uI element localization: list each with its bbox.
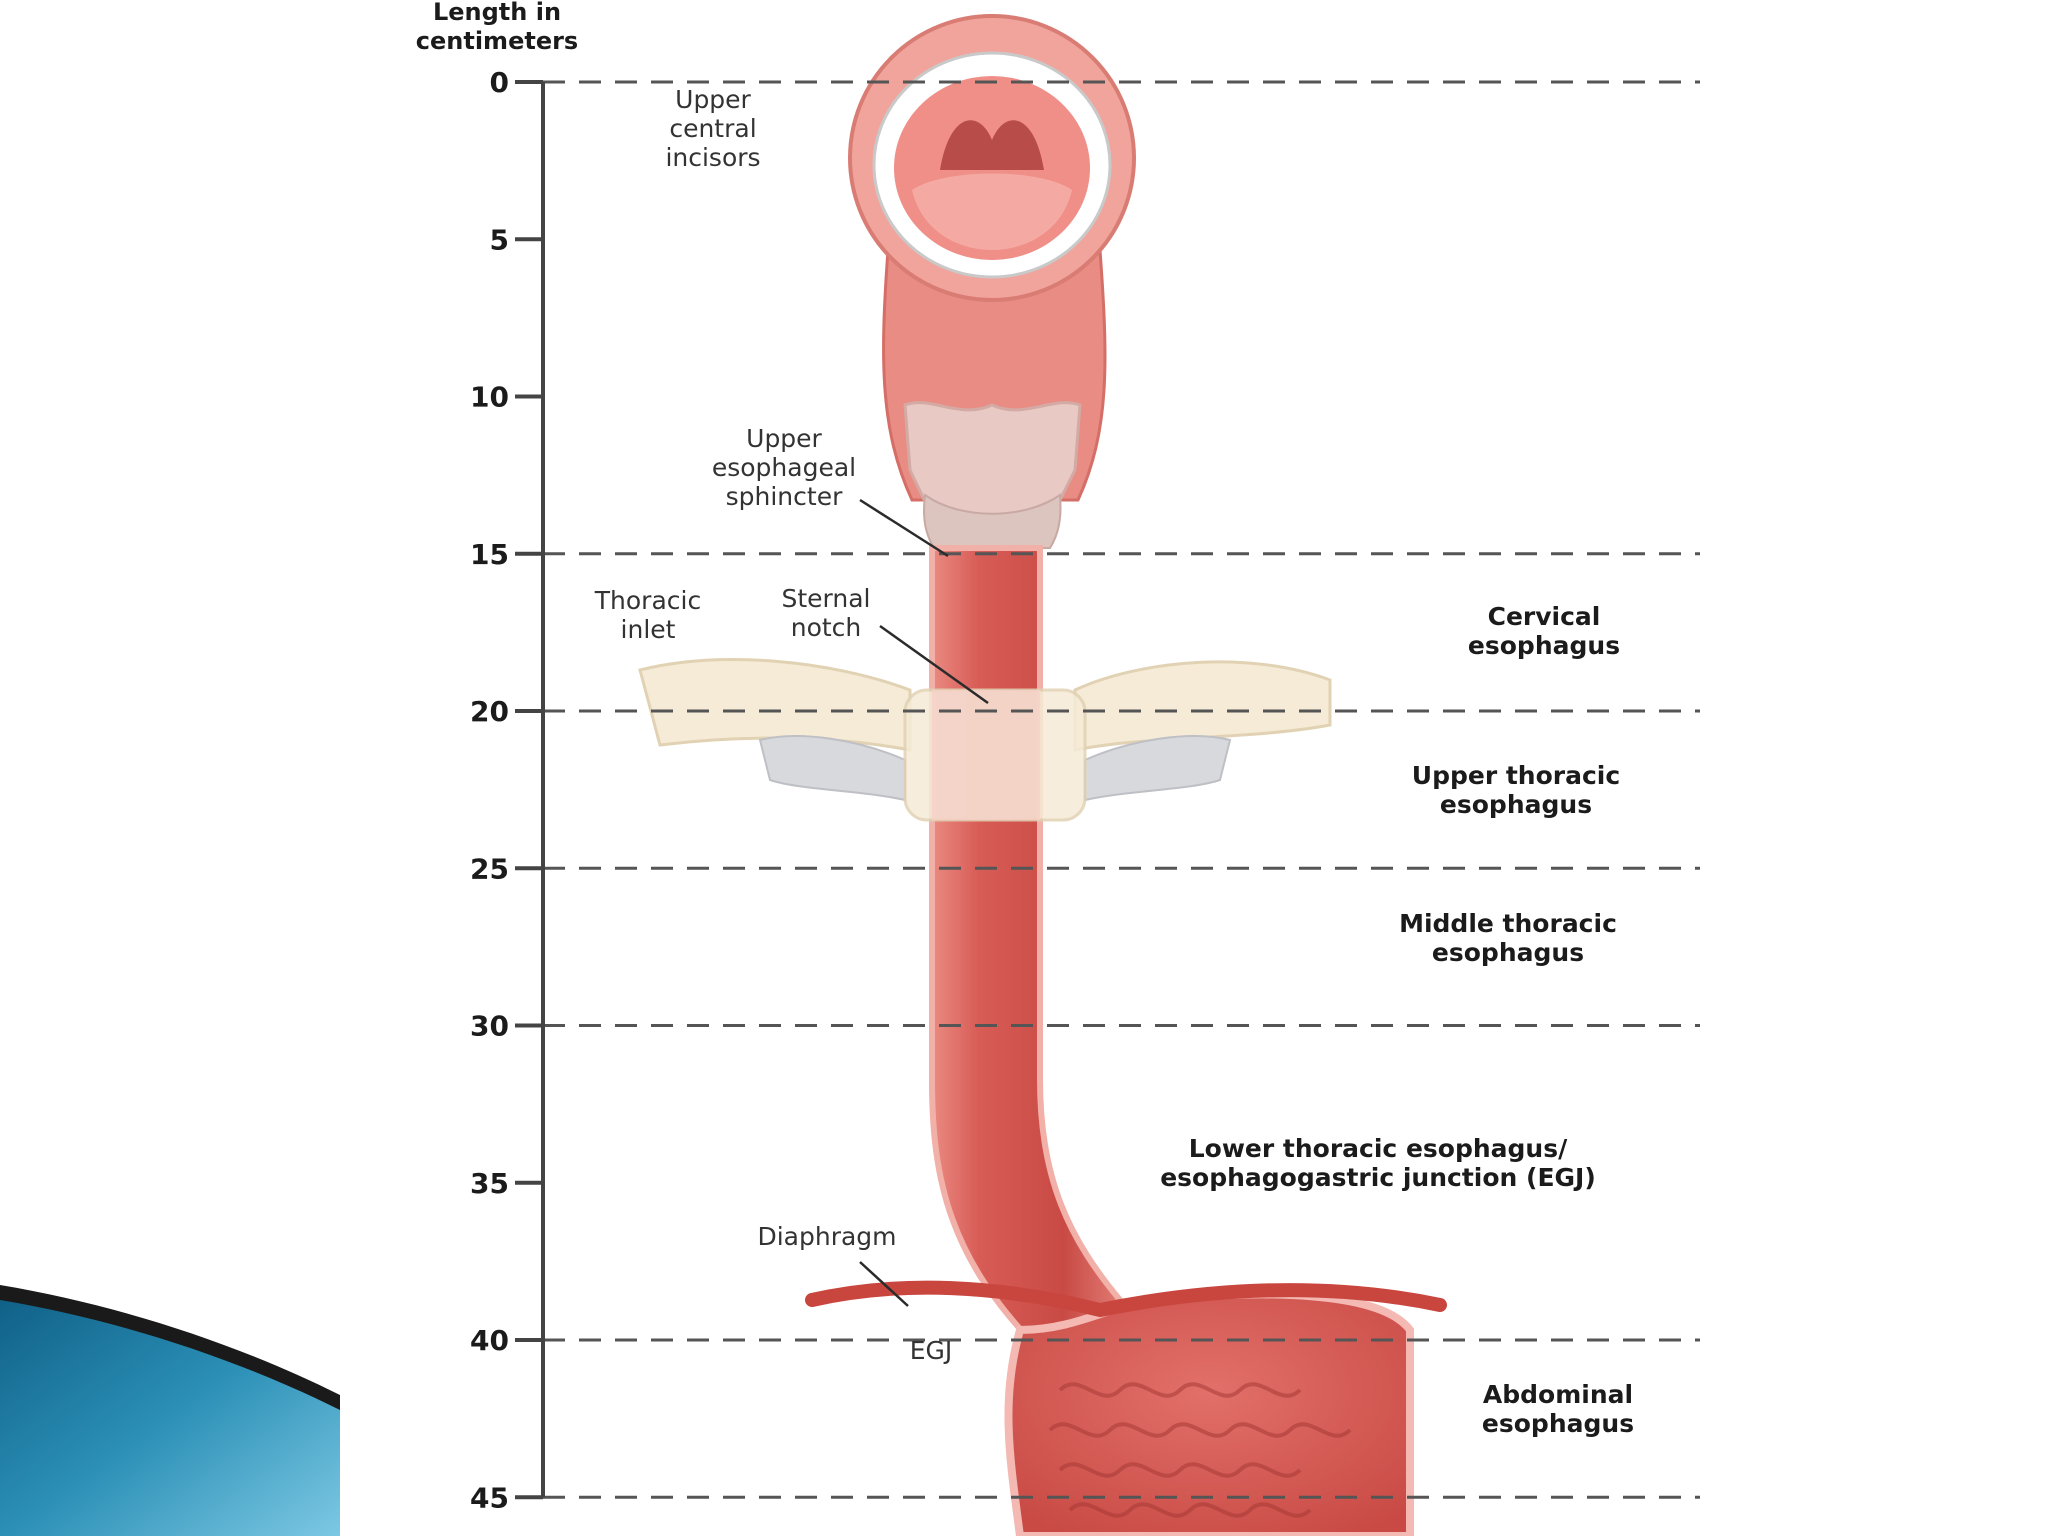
label-diaphragm-line: Diaphragm <box>757 1222 896 1251</box>
label-incisors-line: Upper <box>675 85 751 114</box>
label-ues-line: Upper <box>746 424 822 453</box>
tick-label-20: 20 <box>470 695 509 728</box>
label-thoracic-inlet-line: Thoracic <box>594 586 701 615</box>
leader-ues <box>859 498 949 558</box>
label-ues-line: esophageal <box>712 453 856 482</box>
section-abdominal-line: Abdominal <box>1483 1380 1633 1409</box>
axis-title-line: centimeters <box>416 27 578 55</box>
uvula-arch <box>940 120 1044 170</box>
section-middle-thoracic-line: esophagus <box>1432 938 1584 967</box>
label-thoracic-inlet-line: inlet <box>621 615 676 644</box>
leader-sternal-notch <box>879 624 989 705</box>
tick-label-0: 0 <box>490 66 509 99</box>
leader-diaphragm <box>859 1261 909 1307</box>
tick-label-30: 30 <box>470 1010 509 1043</box>
section-cervical-line: esophagus <box>1468 631 1620 660</box>
label-sternal-notch-line: notch <box>791 613 862 642</box>
tick-label-35: 35 <box>470 1167 509 1200</box>
section-lower-thoracic: Lower thoracic esophagus/esophagogastric… <box>1160 1134 1596 1192</box>
section-abdominal-line: esophagus <box>1482 1409 1634 1438</box>
stomach <box>1004 1290 1414 1536</box>
label-diaphragm: Diaphragm <box>757 1222 896 1251</box>
stomach-folds <box>1048 1382 1352 1518</box>
tick-label-25: 25 <box>470 852 509 885</box>
section-lower-thoracic-line: esophagogastric junction (EGJ) <box>1160 1163 1596 1192</box>
tick-label-10: 10 <box>470 381 509 414</box>
axis-title-line: Length in <box>433 0 561 26</box>
tongue <box>912 173 1072 250</box>
label-incisors-line: incisors <box>665 143 760 172</box>
diaphragm-band <box>805 1280 1447 1318</box>
section-upper-thoracic-line: Upper thoracic <box>1412 761 1620 790</box>
tick-label-40: 40 <box>470 1324 509 1357</box>
anatomy-illustration <box>638 14 1447 1536</box>
label-egj: EGJ <box>910 1336 953 1365</box>
dashed-depth-lines <box>543 80 1700 1499</box>
section-upper-thoracic-line: esophagus <box>1440 790 1592 819</box>
corner-swoosh-edge <box>0 1285 340 1410</box>
tick-label-5: 5 <box>490 223 509 256</box>
section-lower-thoracic-line: Lower thoracic esophagus/ <box>1189 1134 1568 1163</box>
label-egj-line: EGJ <box>910 1336 953 1365</box>
label-sternal-notch-line: Sternal <box>781 584 870 613</box>
label-ues-line: sphincter <box>726 482 843 511</box>
section-cervical-line: Cervical <box>1488 602 1601 631</box>
section-middle-thoracic-line: Middle thoracic <box>1399 909 1617 938</box>
cricoid-cartilage <box>923 493 1062 549</box>
tick-label-15: 15 <box>470 538 509 571</box>
tick-label-45: 45 <box>470 1481 509 1514</box>
esophagus-tube <box>929 545 1125 1354</box>
corner-swoosh <box>0 1290 340 1536</box>
label-incisors-line: central <box>669 114 756 143</box>
